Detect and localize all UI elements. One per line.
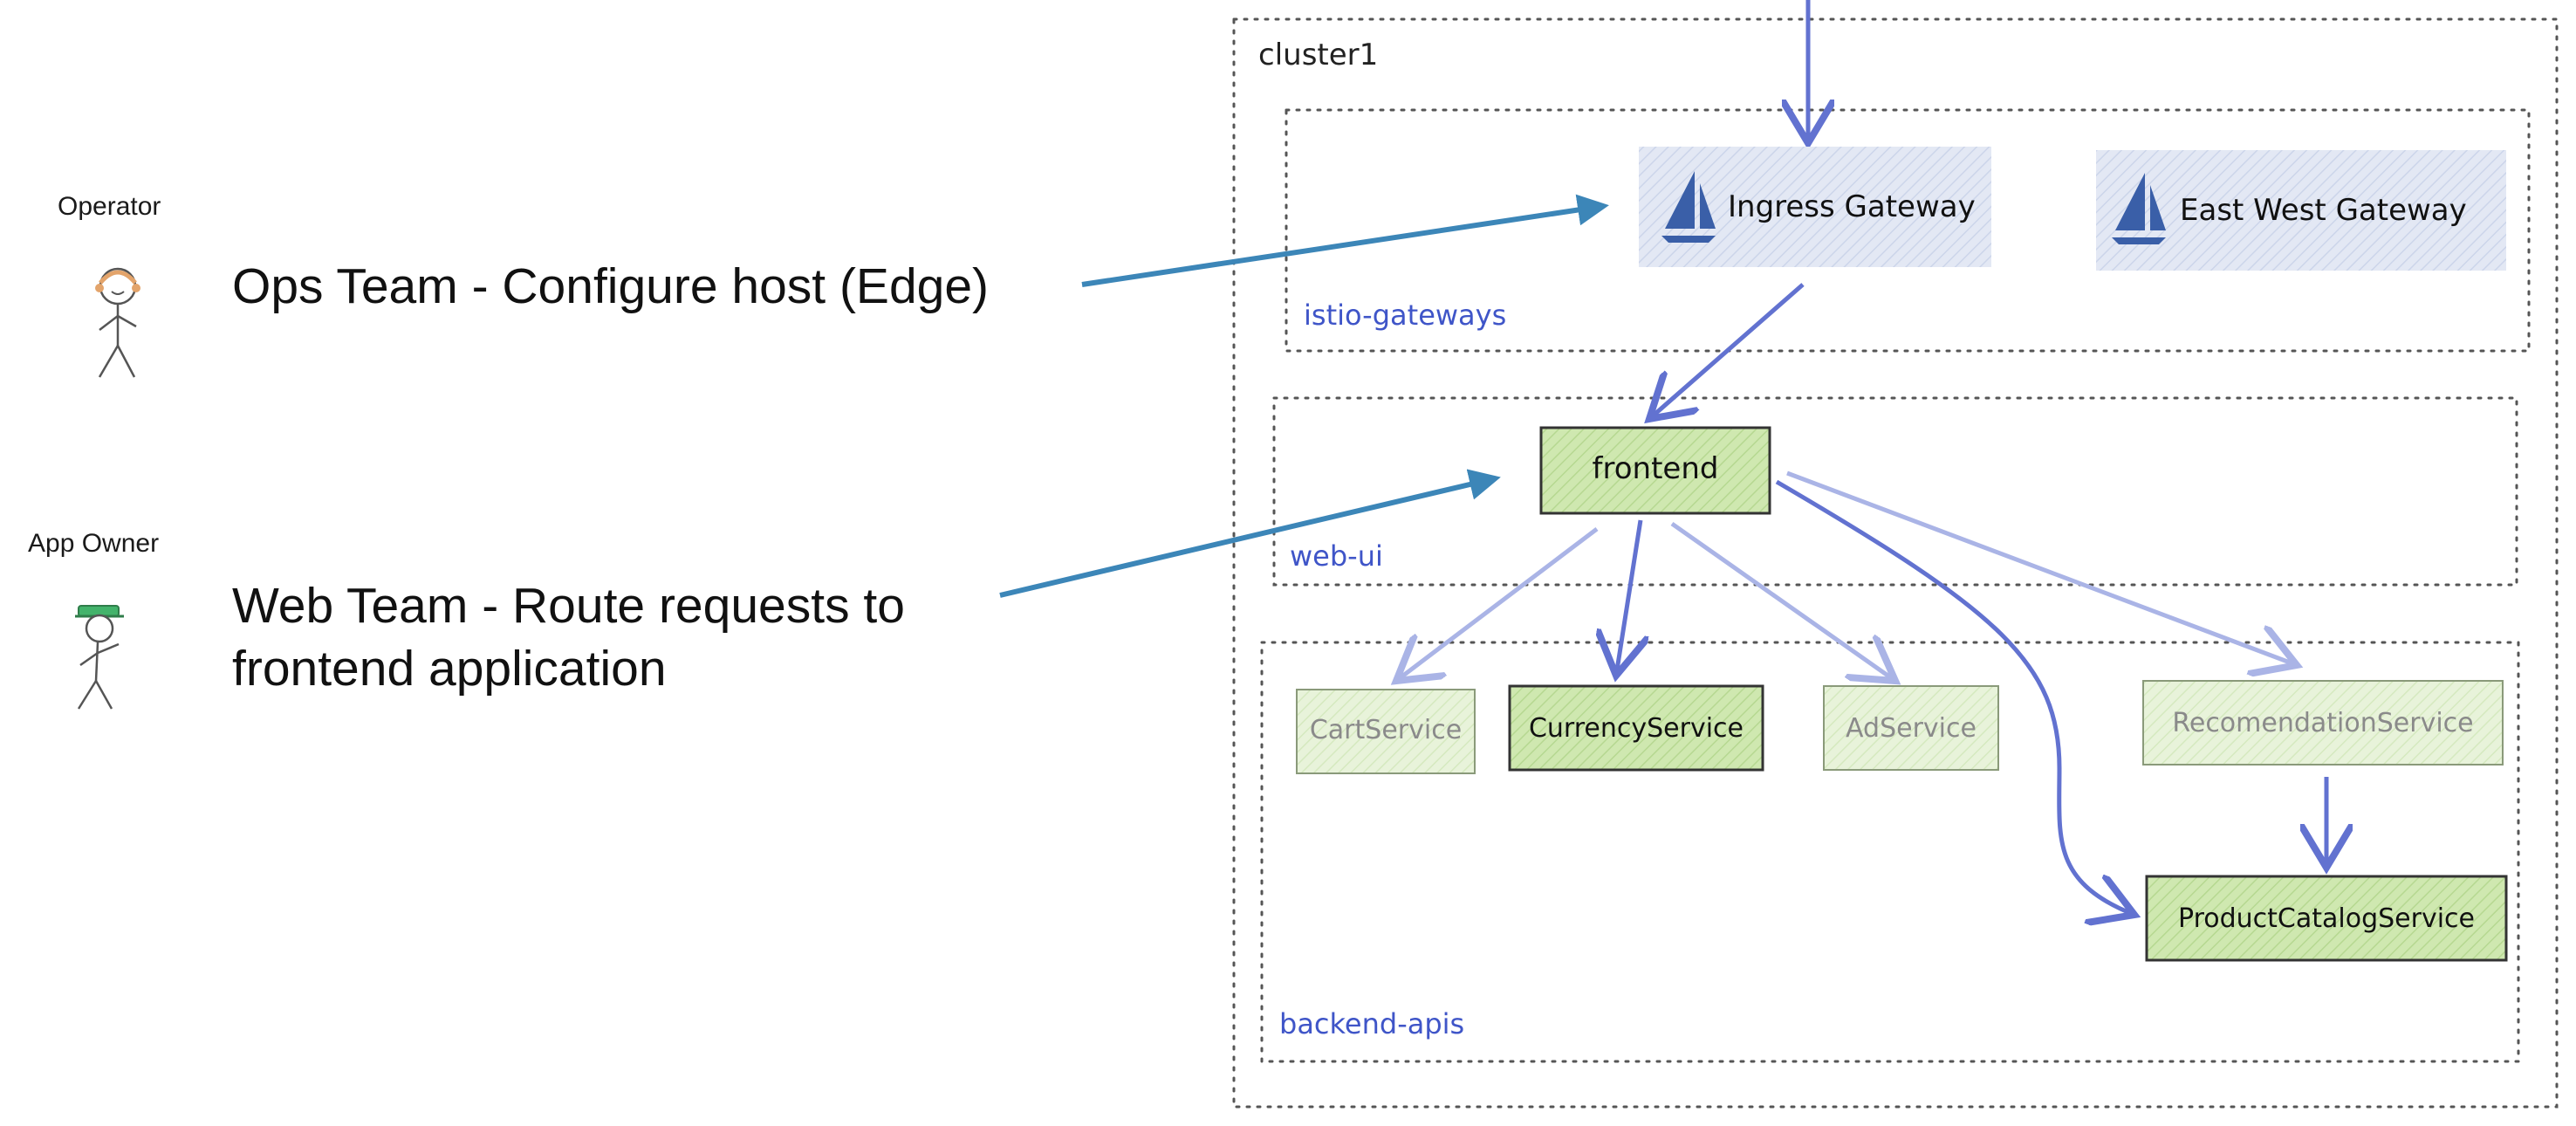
web-team-line-2: frontend application xyxy=(232,641,667,697)
namespace-label-backend: backend-apis xyxy=(1279,1007,1464,1040)
east-west-gateway-box xyxy=(2096,150,2506,271)
web-callout-arrow xyxy=(999,469,1501,598)
ops-team-line: Ops Team - Configure host (Edge) xyxy=(232,258,990,314)
cluster-boundary xyxy=(1232,17,2559,1109)
product-catalog-service-label: ProductCatalogService xyxy=(2178,903,2475,934)
cart-service-label: CartService xyxy=(1310,715,1462,745)
app-owner-figure-icon xyxy=(75,605,124,710)
cluster-label: cluster1 xyxy=(1258,38,1378,72)
operator-label: Operator xyxy=(58,192,161,221)
ingress-sail-icon xyxy=(1661,171,1716,243)
east-west-gateway-label: East West Gateway xyxy=(2180,193,2467,228)
recommendation-service-box xyxy=(2142,680,2504,766)
recommendation-service-label: RecomendationService xyxy=(2172,708,2473,738)
namespace-label-gateways: istio-gateways xyxy=(1304,299,1506,332)
ops-callout-arrow xyxy=(1081,194,1609,287)
ad-service-label: AdService xyxy=(1846,713,1977,744)
currency-service-label: CurrencyService xyxy=(1529,713,1744,744)
namespace-web-ui xyxy=(1272,396,2518,587)
eastwest-sail-icon xyxy=(2112,173,2166,244)
ops-team-text: Ops Team - Configure host (Edge) xyxy=(232,255,989,318)
currency-service-box xyxy=(1508,684,1764,772)
namespace-istio-gateways xyxy=(1285,108,2531,353)
ingress-gateway-label: Ingress Gateway xyxy=(1728,189,1976,224)
cart-service-box xyxy=(1296,689,1476,774)
web-team-line-1: Web Team - Route requests to xyxy=(232,578,905,634)
app-owner-label: App Owner xyxy=(28,529,160,558)
frontend-label: frontend xyxy=(1593,451,1719,486)
product-catalog-service-box xyxy=(2145,875,2508,962)
web-team-text: Web Team - Route requests to frontend ap… xyxy=(232,574,905,700)
operator-figure-icon xyxy=(95,267,140,378)
ingress-gateway-box xyxy=(1639,147,1991,267)
frontend-box xyxy=(1539,426,1771,515)
namespace-label-web: web-ui xyxy=(1290,539,1383,573)
ad-service-box xyxy=(1823,685,1999,771)
